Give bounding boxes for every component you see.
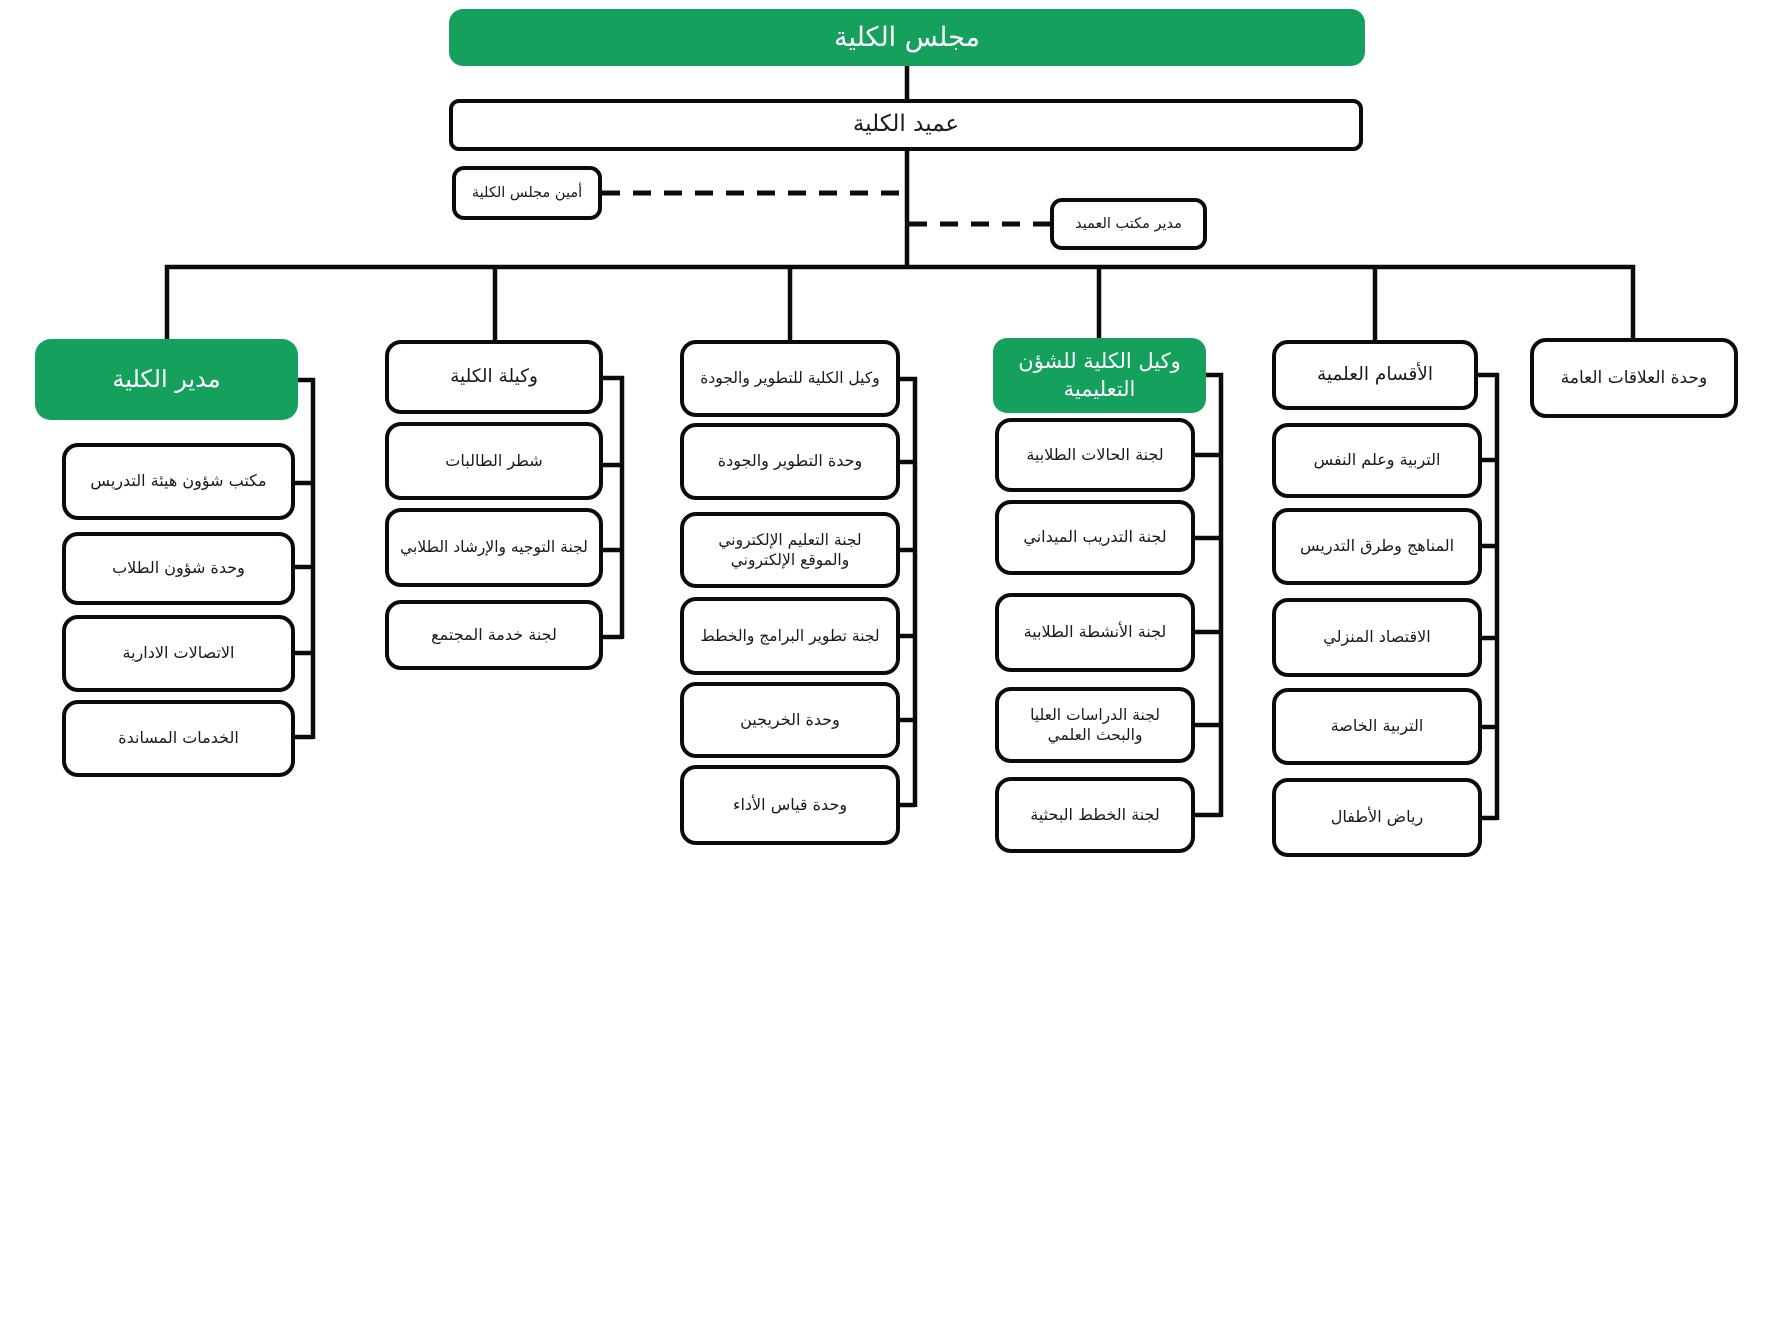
node-elearning-website-committee: لجنة التعليم الإلكتروني والموقع الإلكترو… [680,512,900,588]
node-field-training-committee: لجنة التدريب الميداني [995,500,1195,575]
node-college-director: مدير الكلية [35,339,298,420]
node-home-economics-dept: الاقتصاد المنزلي [1272,598,1482,677]
node-administrative-communications: الاتصالات الادارية [62,615,295,692]
node-college-council: مجلس الكلية [449,9,1365,66]
node-education-psychology-dept: التربية وعلم النفس [1272,423,1482,498]
node-vice-dean-educational-affairs: وكيل الكلية للشؤن التعليمية [993,338,1206,413]
node-development-quality-unit: وحدة التطوير والجودة [680,423,900,500]
node-programs-plans-development-committee: لجنة تطوير البرامج والخطط [680,597,900,675]
node-vice-dean-development-quality: وكيل الكلية للتطوير والجودة [680,340,900,417]
node-student-cases-committee: لجنة الحالات الطلابية [995,418,1195,492]
node-council-secretary: أمين مجلس الكلية [452,166,602,220]
node-dean-office-manager: مدير مكتب العميد [1050,198,1207,250]
node-performance-measurement-unit: وحدة قياس الأداء [680,765,900,845]
node-female-students-section: شطر الطالبات [385,422,603,500]
node-guidance-counseling-committee: لجنة التوجيه والإرشاد الطلابي [385,508,603,587]
node-public-relations-unit: وحدة العلاقات العامة [1530,338,1738,418]
dashed-connectors [602,190,1052,227]
node-student-affairs-unit: وحدة شؤون الطلاب [62,532,295,605]
node-dean: عميد الكلية [449,99,1363,151]
node-special-education-dept: التربية الخاصة [1272,688,1482,765]
node-kindergarten-dept: رياض الأطفال [1272,778,1482,857]
node-scientific-departments: الأقسام العلمية [1272,340,1478,410]
node-support-services: الخدمات المساندة [62,700,295,777]
node-community-service-committee: لجنة خدمة المجتمع [385,600,603,670]
node-faculty-staff-affairs-office: مكتب شؤون هيئة التدريس [62,443,295,520]
node-student-activities-committee: لجنة الأنشطة الطلابية [995,593,1195,672]
node-research-plans-committee: لجنة الخطط البحثية [995,777,1195,853]
node-female-vice-dean: وكيلة الكلية [385,340,603,414]
node-graduates-unit: وحدة الخريجين [680,682,900,758]
node-curricula-teaching-methods-dept: المناهج وطرق التدريس [1272,508,1482,585]
node-graduate-studies-research-committee: لجنة الدراسات العليا والبحث العلمي [995,687,1195,763]
